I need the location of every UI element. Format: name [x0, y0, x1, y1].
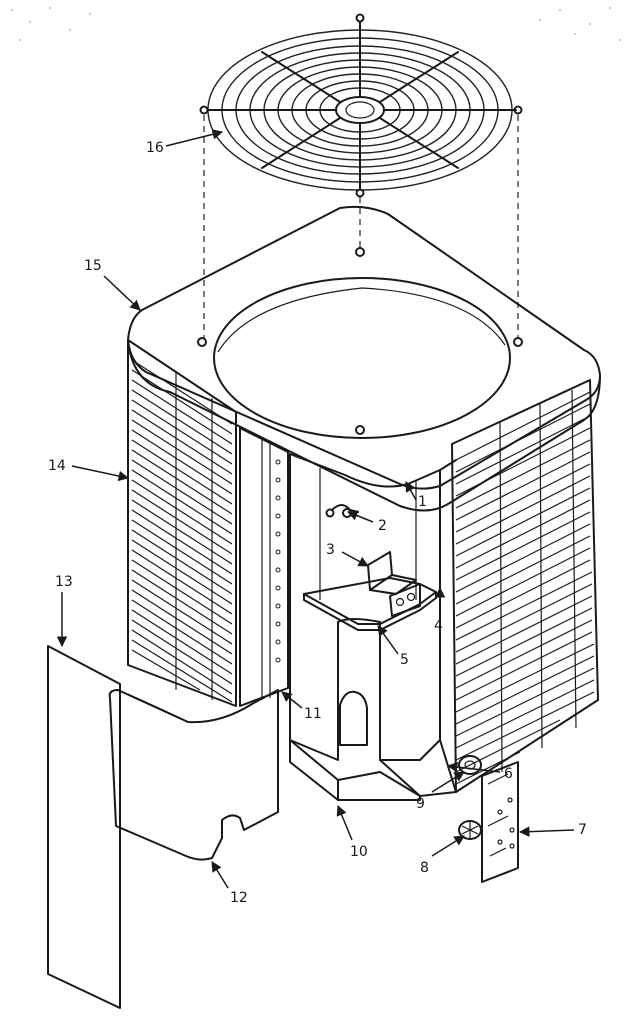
terminal-plate	[481, 761, 519, 883]
callout-7: 7	[578, 822, 587, 838]
callout-15: 15	[84, 258, 102, 274]
callout-11: 11	[304, 706, 322, 722]
clamp	[325, 504, 359, 518]
base-pan	[289, 739, 421, 801]
callout-13: 13	[55, 574, 73, 590]
leader-lines	[56, 129, 575, 889]
scan-noise	[11, 7, 621, 41]
callout-12: 12	[230, 890, 248, 906]
fan-guard-grille	[199, 13, 523, 198]
callout-9: 9	[416, 796, 425, 812]
top-panel	[127, 205, 601, 512]
corner-post	[239, 427, 289, 707]
callout-4: 4	[434, 618, 443, 634]
callout-1: 1	[418, 494, 427, 510]
coil-panel-left	[127, 339, 237, 707]
callout-5: 5	[400, 652, 409, 668]
callout-2: 2	[378, 518, 387, 534]
callout-14: 14	[48, 458, 66, 474]
callout-3: 3	[326, 542, 335, 558]
access-panel	[108, 689, 279, 861]
callout-8: 8	[420, 860, 429, 876]
assembly-lines	[203, 115, 519, 338]
coil-panel-right	[379, 379, 599, 797]
callout-10: 10	[350, 844, 368, 860]
callout-labels: 16 15 14 13 1 2 3 4 5 11 6 7 9 8 10 12	[48, 140, 587, 906]
grommet-8	[458, 820, 482, 840]
service-panel-tall	[47, 645, 121, 1009]
callout-16: 16	[146, 140, 164, 156]
callout-6: 6	[504, 766, 513, 782]
